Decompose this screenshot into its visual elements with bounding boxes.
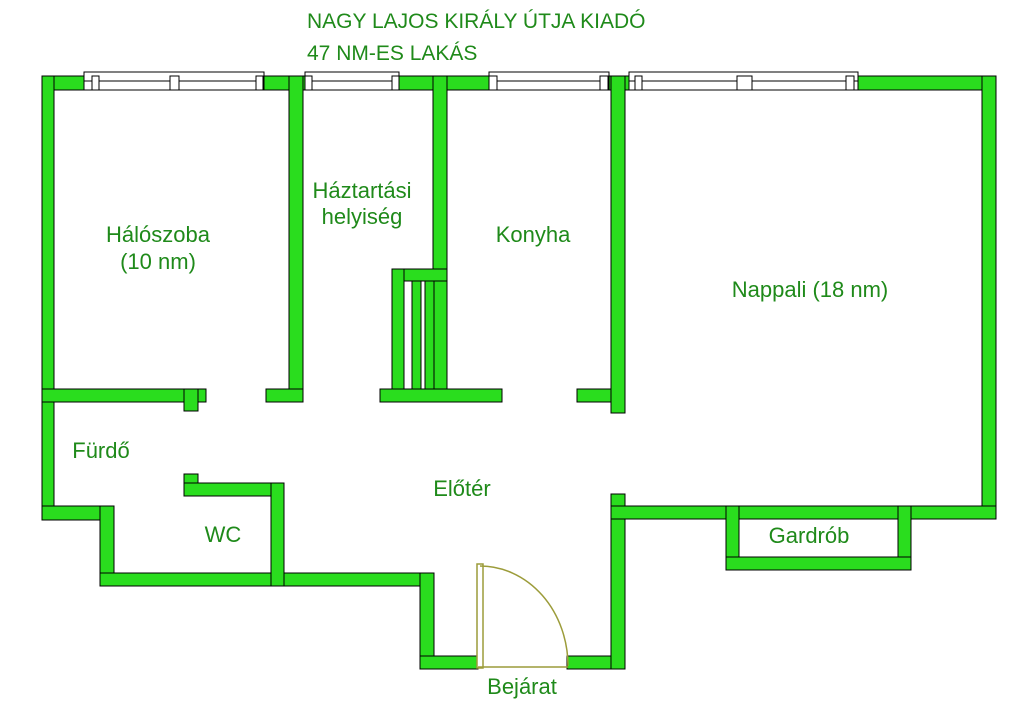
utility-kitchen-wall	[432, 75, 448, 403]
shaft-mid-wall-a	[411, 280, 422, 403]
living-room-label: Nappali (18 nm)	[732, 277, 889, 302]
entrance-label: Bejárat	[487, 674, 557, 699]
wc-label: WC	[205, 522, 242, 547]
window-kitchen	[488, 71, 610, 91]
window-living	[628, 71, 859, 91]
interior-walls	[41, 75, 626, 587]
shaft-mid-wall-b	[424, 280, 435, 403]
kitchen-label: Konyha	[496, 222, 571, 247]
right-wall	[981, 75, 997, 520]
entrance-door	[476, 563, 569, 669]
living-bottom-wall	[610, 505, 997, 520]
entry-right-wall	[610, 493, 626, 670]
wc-top-wall	[183, 482, 285, 497]
entry-left-wall	[419, 572, 435, 670]
utility-label-line2: helyiség	[322, 204, 403, 229]
windows	[83, 71, 859, 91]
bedroom-door-stub	[183, 388, 199, 412]
hall-label: Előtér	[433, 476, 490, 501]
entry-left-bottom-wall	[419, 655, 479, 670]
window-bedroom	[83, 71, 265, 91]
lower-left-wall	[99, 572, 435, 587]
wc-right-wall	[270, 482, 285, 587]
left-wall	[41, 75, 55, 521]
window-utility	[304, 71, 400, 91]
door-leaf	[476, 563, 484, 669]
shaft-left-wall	[391, 268, 405, 403]
bathroom-label: Fürdő	[72, 438, 129, 463]
bedroom-utility-wall	[288, 75, 304, 403]
plan-title-line1: NAGY LAJOS KIRÁLY ÚTJA KIADÓ	[307, 10, 645, 33]
kitchen-living-wall	[610, 75, 626, 414]
outer-walls	[41, 75, 997, 670]
door-swing-arc	[479, 565, 569, 667]
wardrobe-bottom-wall	[725, 556, 912, 571]
bedroom-area-label: (10 nm)	[120, 249, 196, 274]
bedroom-bottom-wall-right	[265, 388, 304, 403]
utility-label-line1: Háztartási	[312, 178, 411, 203]
bedroom-label: Hálószoba	[106, 222, 211, 247]
plan-title-line2: 47 NM-ES LAKÁS	[307, 42, 477, 65]
kitchen-bottom-wall-left	[379, 388, 503, 403]
wardrobe-label: Gardrób	[769, 523, 850, 548]
bedroom-bottom-wall-left	[41, 388, 207, 403]
